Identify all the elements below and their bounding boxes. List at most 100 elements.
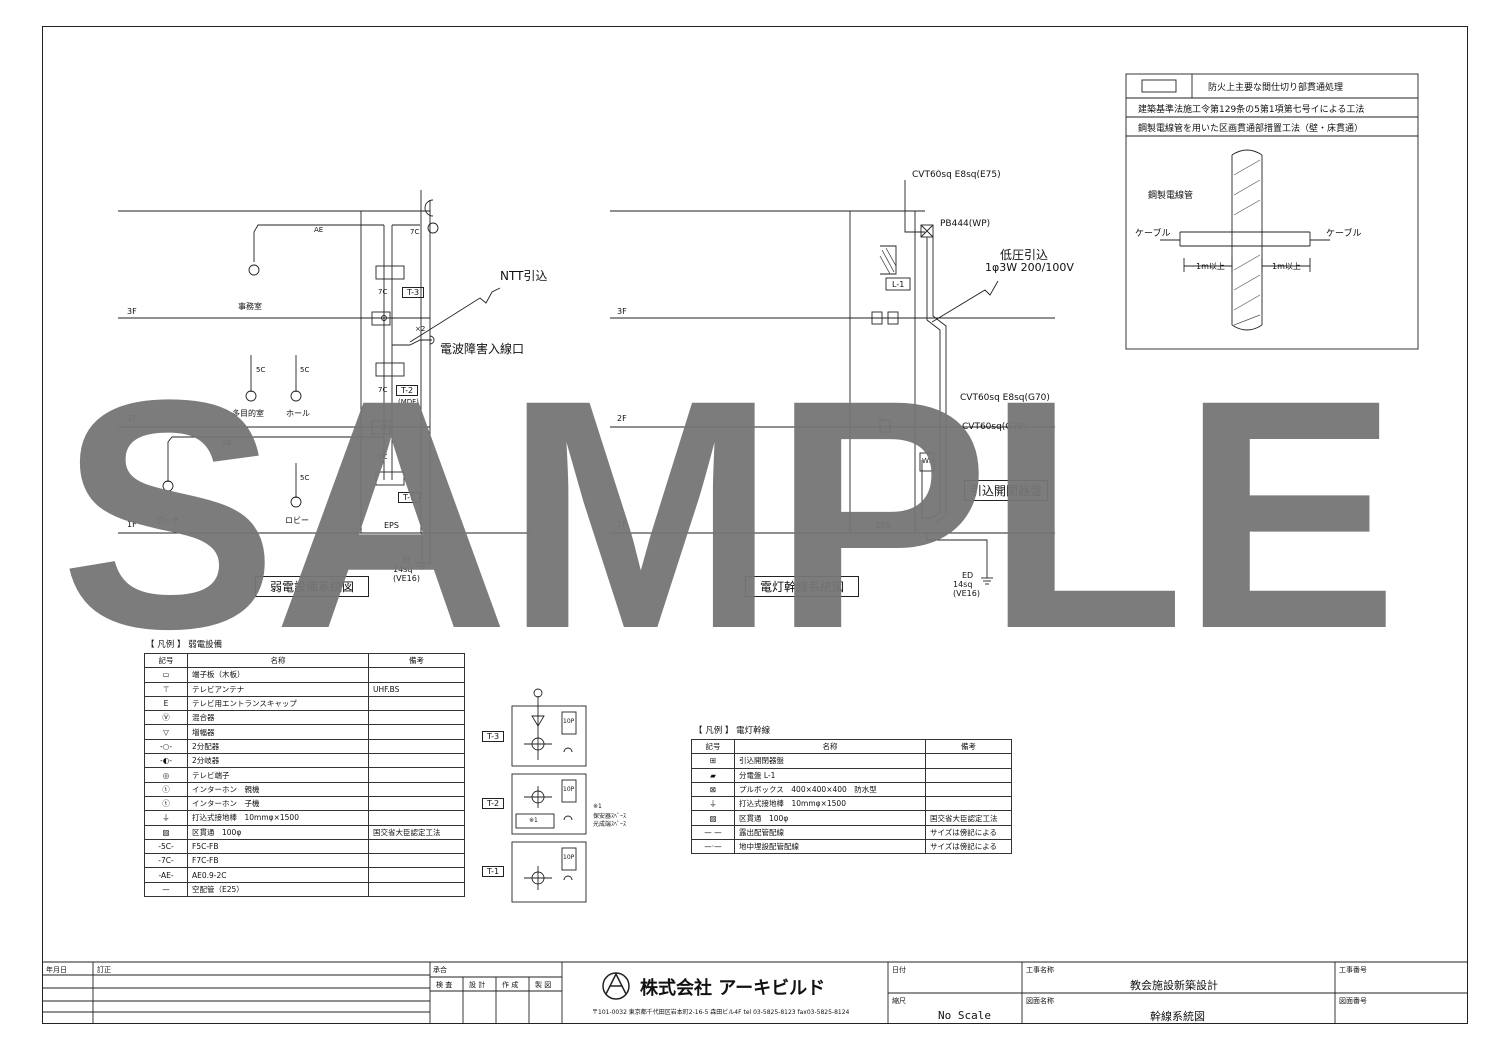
- tb-scale-label: 縮尺: [892, 997, 906, 1005]
- terminal-label-t1: T-1: [482, 866, 505, 877]
- legend-row: -5C-F5C-FB: [144, 838, 465, 855]
- fire-detail-cable-right: ケーブル: [1326, 229, 1362, 239]
- legend-row: ▽増幅器: [144, 724, 465, 740]
- weak-label-5c-b: 5C: [300, 366, 310, 374]
- legend-cell-name: 区貫通 100φ: [187, 824, 369, 840]
- light-diagram-title: 電灯幹線系統図: [745, 576, 860, 597]
- tb-drawing-value: 幹線系統図: [1150, 1010, 1205, 1023]
- tb-approval-draw: 製 図: [535, 981, 552, 989]
- legend-cell-note: [368, 695, 465, 712]
- legend-cell-sym: ▽: [144, 724, 188, 740]
- legend-cell-name: 2分岐器: [187, 753, 369, 769]
- legend-cell-note: [368, 795, 465, 812]
- fire-detail-cable-left: ケーブル: [1135, 229, 1171, 239]
- legend-cell-sym: —·—: [691, 839, 735, 855]
- weak-label-t1: T-1: [398, 492, 421, 503]
- weak-label-eps: EPS: [384, 521, 399, 530]
- legend-cell-note: [368, 810, 465, 826]
- legend-cell-note: サイズは傍記による: [925, 839, 1012, 855]
- legend-cell-note: サイズは傍記による: [925, 824, 1012, 841]
- legend-cell-sym: ▨: [144, 824, 188, 840]
- legend-cell-note: 国交省大臣認定工法: [368, 824, 465, 840]
- terminal-10p-b: 10P: [563, 786, 575, 793]
- legend-cell-name: 打込式接地棒 10mmφ×1500: [734, 796, 926, 812]
- legend-cell-note: [368, 781, 465, 797]
- legend-cell-sym: -5C-: [144, 838, 188, 855]
- legend-cell-note: [368, 881, 465, 898]
- legend-cell-sym: ⊞: [691, 753, 735, 769]
- legend-cell-name: 増幅器: [187, 724, 369, 740]
- legend-row: -○-2分配器: [144, 738, 465, 755]
- terminal-note-box: ※1: [529, 817, 538, 824]
- legend-cell-name: F7C-FB: [187, 853, 369, 869]
- weak-label-et-pipe: (VE16): [393, 574, 420, 583]
- light-label-pb: PB444(WP): [940, 219, 991, 229]
- legend-cell-sym: ◎: [144, 767, 188, 783]
- light-legend-table: 記号 名称 備考 ⊞引込開閉器盤▰分電盤 L-1⊠プルボックス 400×400×…: [691, 738, 1012, 855]
- legend-cell-name: インターホン 子機: [187, 795, 369, 812]
- legend-cell-sym: ⊤: [144, 681, 188, 697]
- legend-row: -7C-F7C-FB: [144, 853, 465, 869]
- legend-cell-name: 区貫通 100φ: [734, 810, 926, 826]
- legend-cell-sym: -◐-: [144, 753, 188, 769]
- legend-header-name: 名称: [187, 652, 369, 669]
- weak-label-7c-t3: 7C: [378, 288, 388, 296]
- tb-project-label: 工事名称: [1026, 966, 1054, 974]
- legend-cell-sym: — —: [691, 824, 735, 841]
- legend-cell-name: テレビ端子: [187, 767, 369, 783]
- legend-cell-name: 分電盤 L-1: [734, 767, 926, 783]
- fire-detail-line1: 建築基準法施工令第129条の5第1項第七号イによる工法: [1138, 105, 1365, 115]
- weak-label-hall: ホール: [286, 409, 310, 418]
- legend-cell-sym: ⓣ: [144, 795, 188, 812]
- legend-cell-note: [368, 767, 465, 783]
- legend-cell-name: 混合器: [187, 710, 369, 726]
- weak-label-porch: ポーチ: [156, 516, 180, 525]
- light-legend-title: 【 凡例 】 電灯幹線: [694, 726, 771, 736]
- legend-header-note: 備考: [368, 652, 465, 669]
- light-floor-3f: 3F: [617, 307, 627, 316]
- weak-label-radio: 電波障害入線口: [440, 342, 525, 356]
- weak-label-lobby: ロビー: [285, 516, 309, 525]
- tb-drawing-no-label: 図面番号: [1339, 997, 1367, 1005]
- light-label-cvt-top: CVT60sq E8sq(E75): [912, 170, 1001, 180]
- legend-cell-note: [368, 853, 465, 869]
- legend-cell-note: [925, 767, 1012, 783]
- legend-cell-note: [368, 710, 465, 726]
- tb-address: 〒101-0032 東京都千代田区岩本町2-16-5 森田ビル4F tel 03…: [592, 1009, 850, 1016]
- legend-row: -◐-2分岐器: [144, 753, 465, 769]
- weak-label-ae-top: AE: [314, 226, 324, 234]
- drawing-frame: [42, 26, 1468, 1024]
- legend-cell-name: 2分配器: [187, 738, 369, 755]
- weak-label-ae-mid: AE: [222, 439, 232, 447]
- tb-company: 株式会社 アーキビルド: [640, 978, 826, 999]
- legend-cell-sym: ▨: [691, 810, 735, 826]
- weak-label-7c-mdf: 7C: [378, 386, 388, 394]
- terminal-10p-c: 10P: [563, 854, 575, 861]
- terminal-label-t3: T-3: [482, 731, 505, 742]
- light-label-switchboard: 引込開閉器盤: [964, 480, 1049, 501]
- legend-cell-note: [368, 724, 465, 740]
- legend-cell-name: プルボックス 400×400×400 防水型: [734, 781, 926, 798]
- legend-row: ⏚打込式接地棒 10mmφ×1500: [144, 810, 465, 826]
- terminal-note-2: 保安器ｽﾍﾟｰｽ: [593, 813, 627, 820]
- light-floor-2f: 2F: [617, 414, 627, 423]
- weak-label-et-size: 14sq: [393, 565, 413, 574]
- light-label-cvt-mid1: CVT60sq E8sq(G70): [960, 393, 1050, 403]
- legend-cell-note: 国交省大臣認定工法: [925, 810, 1012, 826]
- weak-label-t2: T-2: [396, 385, 419, 396]
- legend-row: ⏚打込式接地棒 10mmφ×1500: [691, 796, 1012, 812]
- tb-date2-label: 日付: [892, 966, 906, 974]
- weak-label-5c-c: 5C: [300, 474, 310, 482]
- tb-project-no-label: 工事番号: [1339, 966, 1367, 974]
- legend-row: ⊠プルボックス 400×400×400 防水型: [691, 781, 1012, 798]
- fire-detail-pipe-label: 鋼製電線管: [1148, 191, 1194, 201]
- legend-cell-note: [368, 753, 465, 769]
- legend-cell-name: 端子板（木板）: [187, 667, 369, 683]
- legend-row: —空配管（E25）: [144, 881, 465, 898]
- legend-cell-note: [368, 667, 465, 683]
- legend-cell-note: [925, 796, 1012, 812]
